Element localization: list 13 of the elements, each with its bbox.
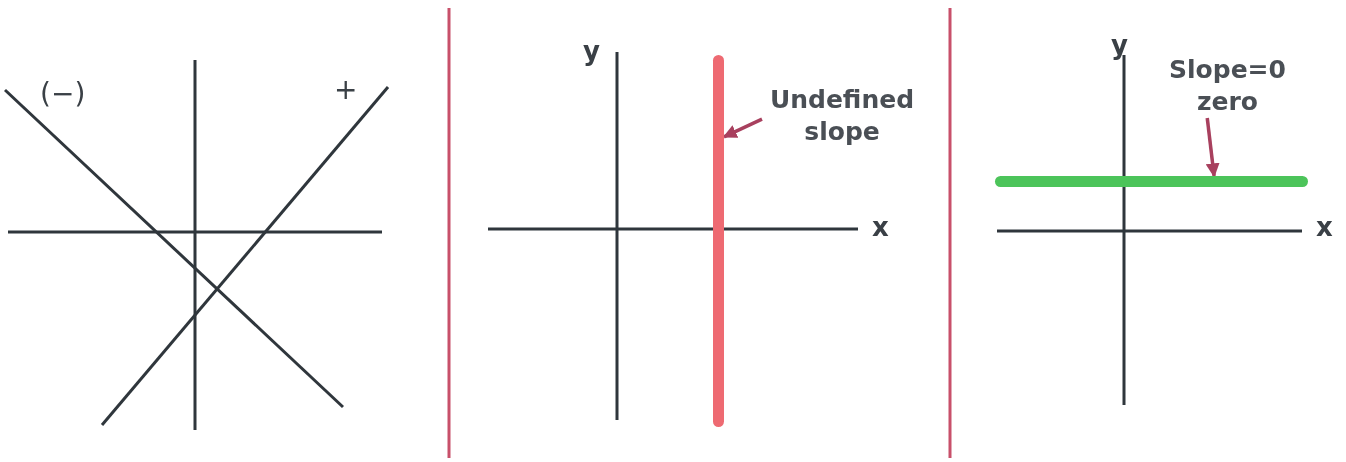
arrow xyxy=(1205,117,1220,178)
axis-label: x xyxy=(872,214,889,240)
vertical-line xyxy=(713,55,724,427)
sign-label: (−) xyxy=(40,80,86,108)
arrow xyxy=(722,117,763,139)
slope-label: Undefined slope xyxy=(768,84,916,148)
slope-label: Slope=0 xyxy=(1168,54,1287,86)
sign-label: + xyxy=(334,76,358,104)
axis-label: y xyxy=(1111,32,1128,58)
axis-label: y xyxy=(583,38,600,64)
axis-label: x xyxy=(1316,214,1333,240)
slope-label: zero xyxy=(1196,86,1259,118)
horizontal-line xyxy=(995,176,1308,187)
